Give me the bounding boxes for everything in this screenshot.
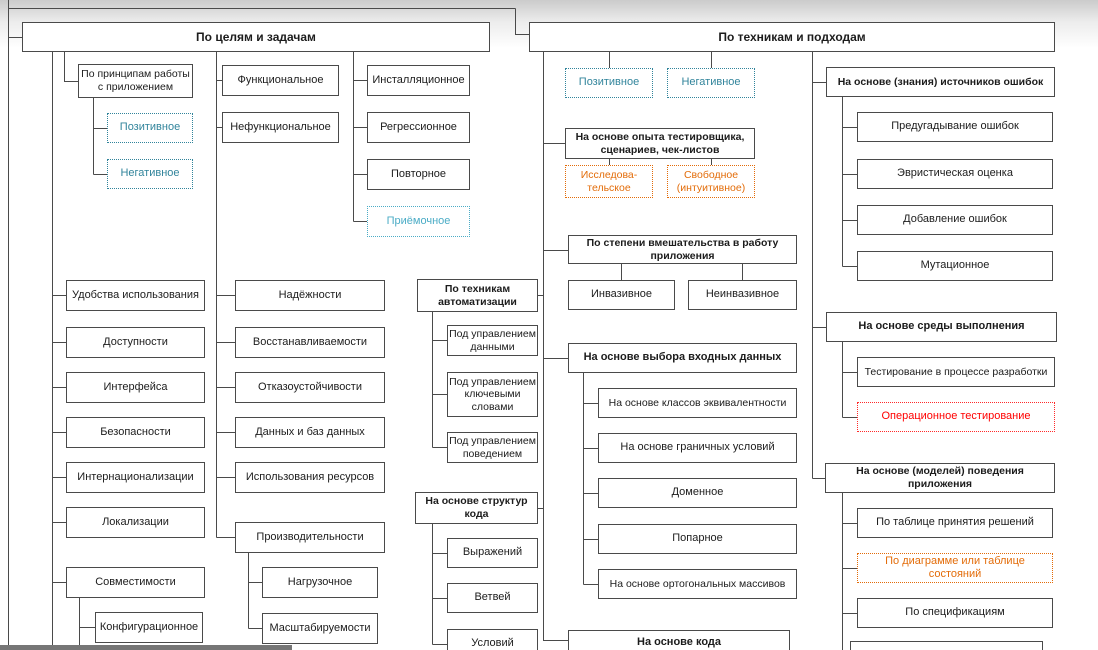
node-data-driven: Под управлением данными [447,325,538,356]
node-conditions: Условий [447,629,538,650]
node-reliability: Надёжности [235,280,385,311]
node-regression: Регрессионное [367,112,470,143]
node-code-based: На основе кода [568,630,790,650]
node-configuration: Конфигурационное [95,612,203,643]
node-exploratory: Исследова- тельское [565,165,653,198]
node-behavior-driven: Под управлением поведением [447,432,538,463]
node-positive-goals: Позитивное [107,113,193,143]
node-scalability: Масштабируемости [262,613,378,644]
node-failover: Отказоустойчивости [235,372,385,403]
node-installation: Инсталляционное [367,65,470,96]
node-decision-table: По таблице принятия решений [857,508,1053,538]
node-nonfunctional: Нефункциональное [222,112,339,143]
node-fault-injection: Добавление ошибок [857,205,1053,235]
node-l10n: Локализации [66,507,205,538]
node-noninvasive: Неинвазивное [688,280,797,310]
node-performance: Производительности [235,522,385,553]
node-error-sources: На основе (знания) источников ошибок [826,67,1055,97]
node-statements: Выражений [447,538,538,568]
node-accessibility: Доступности [66,327,205,358]
node-code-structures: На основе структур кода [415,492,538,524]
node-techniques-header: По техникам и подходам [529,22,1055,52]
node-functional: Функциональное [222,65,339,96]
node-mutation: Мутационное [857,251,1053,281]
node-negative-goals: Негативное [107,159,193,189]
node-pairwise: Попарное [598,524,797,554]
node-invasiveness: По степени вмешательства в работу прилож… [568,235,797,264]
node-equivalence: На основе классов эквивалентности [598,388,797,418]
node-goals-header: По целям и задачам [22,22,490,52]
node-partial-bottom-right [850,641,1043,650]
node-error-guessing: Предугадывание ошибок [857,112,1053,142]
node-usability: Удобства использования [66,280,205,311]
node-orthogonal: На основе ортогональных массивов [598,569,797,599]
node-resources: Использования ресурсов [235,462,385,493]
node-state-diagram: По диаграмме или таблице состояний [857,553,1053,583]
node-invasive: Инвазивное [568,280,675,310]
node-positive-techniques: Позитивное [565,68,653,98]
node-repeated: Повторное [367,159,470,190]
node-branches: Ветвей [447,583,538,613]
node-automation: По техникам автоматизации [417,279,538,312]
node-acceptance: Приёмочное [367,206,470,237]
bottom-edge-bar [0,645,292,650]
node-keyword-driven: Под управлением ключевыми словами [447,372,538,417]
node-operational-testing: Операционное тестирование [857,402,1055,432]
node-heuristic: Эвристическая оценка [857,159,1053,189]
node-boundary: На основе граничных условий [598,433,797,463]
node-compatibility: Совместимости [66,567,205,598]
node-interface: Интерфейса [66,372,205,403]
node-input-data: На основе выбора входных данных [568,343,797,373]
node-freeform: Свободное (интуитивное) [667,165,755,198]
node-in-dev-testing: Тестирование в процессе разработки [857,357,1055,387]
node-specifications: По спецификациям [857,598,1053,628]
node-data-db: Данных и баз данных [235,417,385,448]
node-recoverability: Восстанавливаемости [235,327,385,358]
node-negative-techniques: Негативное [667,68,755,98]
node-load: Нагрузочное [262,567,378,598]
node-models: На основе (моделей) поведения приложения [825,463,1055,493]
node-experience: На основе опыта тестировщика, сценариев,… [565,128,755,159]
node-security: Безопасности [66,417,205,448]
node-principles: По принципам работы с приложением [78,64,193,98]
node-domain: Доменное [598,478,797,508]
node-environment: На основе среды выполнения [826,312,1057,342]
node-i18n: Интернационализации [66,462,205,493]
